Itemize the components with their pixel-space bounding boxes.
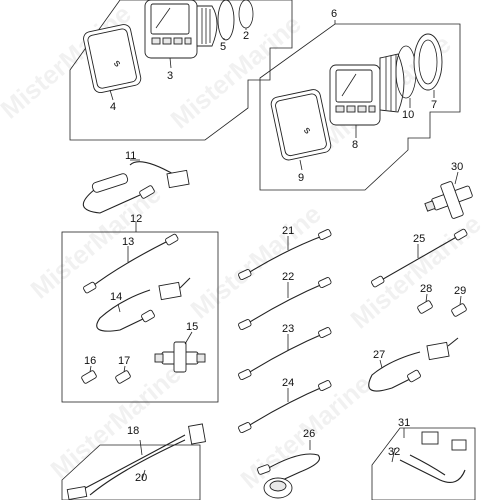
gauge-kit-top-left: S	[69, 0, 293, 141]
label-29: 29	[454, 285, 466, 297]
terminator-29	[451, 303, 467, 317]
backbone-cables	[238, 229, 332, 434]
label-22: 22	[282, 271, 294, 283]
label-30: 30	[451, 161, 463, 173]
harness-31	[371, 427, 476, 500]
label-28: 28	[420, 283, 432, 295]
terminator-16	[81, 370, 97, 384]
label-11: 11	[125, 150, 136, 162]
part-number-labels: 2 3 4 5 6 7 8 9 10 11 12 13 14 15 16 17 …	[84, 8, 466, 484]
label-14: 14	[110, 291, 122, 303]
label-8: 8	[352, 139, 358, 151]
sensor-26	[257, 440, 321, 499]
watermark-layer: MisterMarine MisterMarine MisterMarine M…	[0, 0, 487, 495]
label-20: 20	[135, 472, 147, 484]
gauge-ring	[217, 0, 235, 41]
gauge-display	[144, 0, 198, 59]
gauge-kit-top-right: S	[259, 20, 461, 191]
kit-18-outline	[61, 444, 201, 500]
gauge-ring-2	[413, 33, 443, 91]
label-9: 9	[298, 172, 304, 184]
label-12: 12	[130, 213, 142, 225]
kit-outline-right	[259, 23, 461, 191]
kit-12-outline	[61, 231, 219, 403]
label-17: 17	[118, 355, 130, 367]
gauge-display-2	[329, 64, 381, 126]
gauge-housing	[196, 5, 218, 47]
label-31: 31	[398, 417, 410, 429]
label-6: 6	[331, 8, 337, 20]
gauge-bezel: S	[83, 24, 142, 94]
kit-31-outline	[371, 427, 476, 500]
label-2: 2	[243, 30, 249, 42]
o-ring	[238, 0, 254, 29]
label-18: 18	[127, 425, 139, 437]
watermark-6: MisterMarine	[345, 209, 487, 335]
tee-connector-30	[424, 171, 473, 219]
label-24: 24	[282, 377, 294, 389]
svg-text:S: S	[302, 126, 313, 136]
cable-27	[368, 337, 459, 392]
label-25: 25	[413, 233, 425, 245]
label-32: 32	[388, 446, 400, 458]
harness-kit-18	[61, 423, 206, 500]
terminator-28	[417, 300, 433, 314]
tee-connector-15	[154, 331, 206, 373]
label-7: 7	[431, 99, 437, 111]
label-4: 4	[110, 101, 116, 113]
label-13: 13	[122, 236, 134, 248]
label-27: 27	[373, 349, 385, 361]
gauge-housing-2	[379, 53, 405, 113]
label-21: 21	[282, 225, 294, 237]
gauge-bezel-2: S	[270, 89, 332, 161]
terminator-17	[115, 370, 131, 384]
label-10: 10	[402, 109, 414, 121]
label-16: 16	[84, 355, 96, 367]
kit-outline-left	[69, 0, 293, 141]
label-15: 15	[186, 321, 198, 333]
label-23: 23	[282, 323, 294, 335]
label-5: 5	[220, 41, 226, 53]
cable-11	[82, 159, 190, 214]
harness-kit-12	[61, 222, 219, 403]
svg-text:S: S	[112, 59, 123, 69]
cable-25	[371, 228, 468, 288]
watermark-5: MisterMarine	[185, 199, 327, 325]
label-3: 3	[167, 70, 173, 82]
label-26: 26	[303, 428, 315, 440]
